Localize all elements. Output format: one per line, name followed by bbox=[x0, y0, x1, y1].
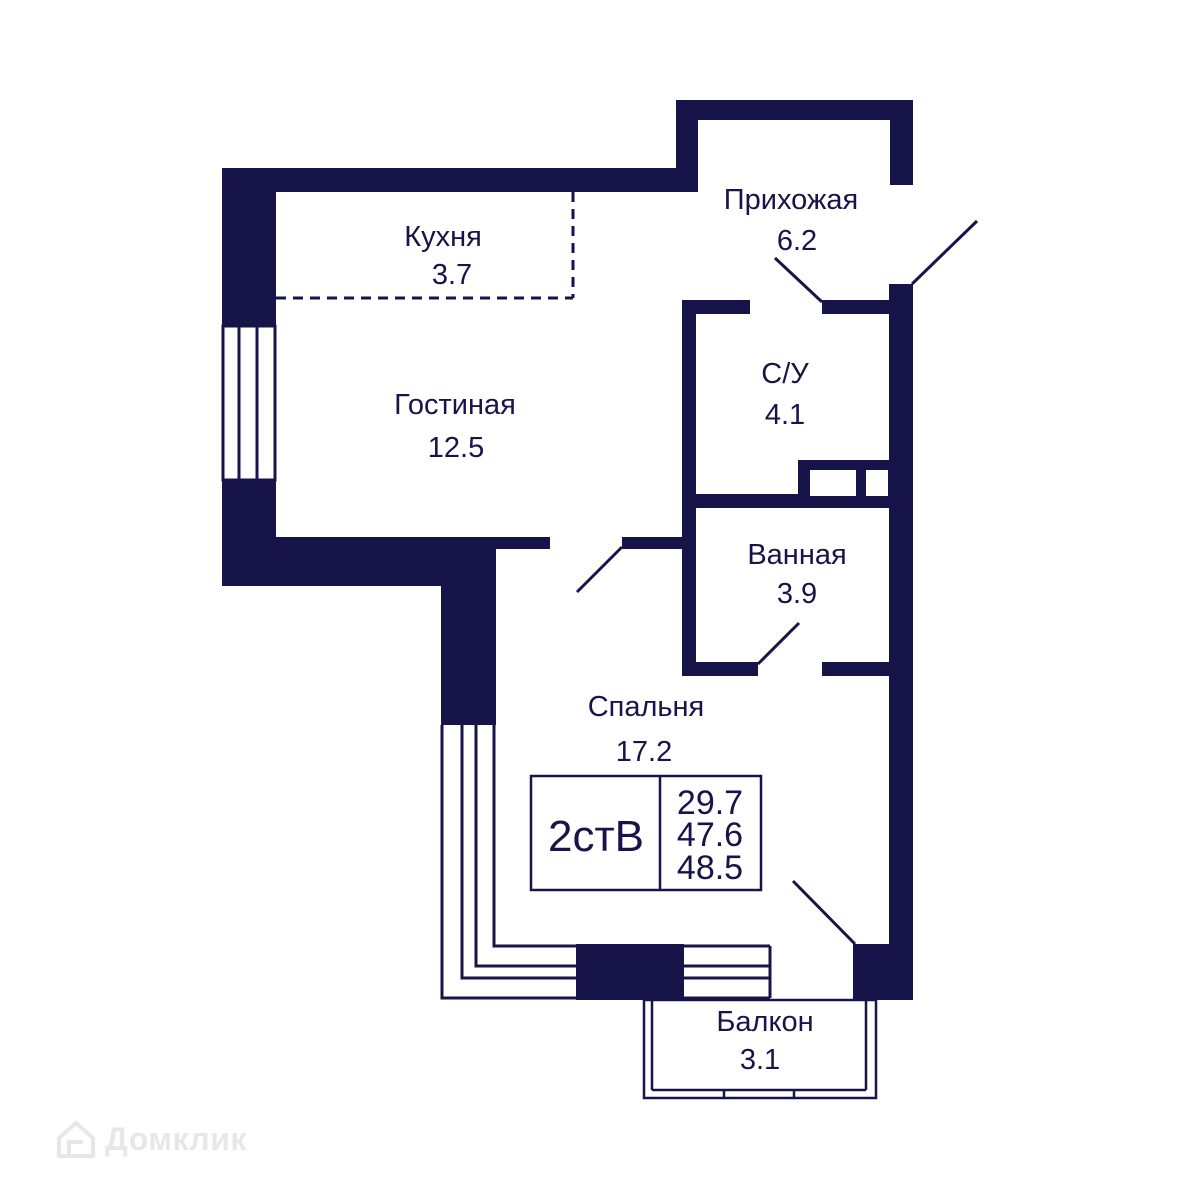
walls bbox=[222, 100, 913, 1000]
apartment-area-full: 48.5 bbox=[677, 849, 743, 887]
wall-wc-left bbox=[682, 300, 696, 676]
balcony-outline bbox=[642, 998, 878, 1100]
room-name-bathroom: Ванная bbox=[747, 539, 846, 571]
room-area-wc: 4.1 bbox=[765, 399, 805, 431]
wall-hall-right-upper bbox=[890, 100, 913, 185]
house-logo-icon bbox=[55, 1118, 97, 1160]
door-entrance bbox=[910, 219, 979, 286]
wall-wc-top-right bbox=[822, 300, 902, 314]
door-bathroom bbox=[756, 621, 801, 666]
wall-hall-top bbox=[676, 100, 913, 120]
wall-top bbox=[222, 168, 698, 192]
apartment-area-total: 47.6 bbox=[677, 816, 743, 854]
room-name-kitchen: Кухня bbox=[404, 221, 482, 253]
room-name-wc: С/У bbox=[761, 358, 809, 390]
kitchen-shelf-bottom bbox=[277, 244, 295, 276]
room-name-bedroom: Спальня bbox=[588, 691, 705, 723]
apartment-area-living: 29.7 bbox=[677, 784, 743, 822]
watermark: Домклик bbox=[55, 1118, 247, 1160]
apartment-summary: 2стВ 29.7 47.6 48.5 bbox=[529, 774, 763, 892]
room-area-bedroom: 17.2 bbox=[616, 736, 672, 768]
door-wc bbox=[773, 256, 824, 304]
room-name-balcony: Балкон bbox=[716, 1006, 813, 1038]
room-area-kitchen: 3.7 bbox=[432, 259, 472, 291]
room-area-balcony: 3.1 bbox=[740, 1044, 780, 1076]
kitchen-shelf-top bbox=[277, 192, 295, 232]
wall-bath-bottom-left bbox=[682, 662, 758, 676]
room-name-hallway: Прихожая bbox=[724, 184, 858, 216]
room-area-living: 12.5 bbox=[428, 432, 484, 464]
door-living bbox=[575, 545, 624, 594]
room-area-hallway: 6.2 bbox=[777, 225, 817, 257]
room-labels: Прихожая 6.2 Кухня 3.7 Гостиная 12.5 С/У… bbox=[394, 184, 858, 1076]
wall-right-bottom-block bbox=[853, 944, 913, 1000]
wall-wc-top-left bbox=[682, 300, 750, 314]
fixture-cutouts bbox=[277, 192, 888, 496]
kitchen-zone-boundary bbox=[276, 192, 575, 300]
wall-left-upper bbox=[222, 168, 276, 326]
wall-balcony-block bbox=[576, 944, 684, 1000]
wc-fixture-cell-a bbox=[810, 470, 856, 496]
wall-right bbox=[889, 284, 913, 1000]
room-area-bathroom: 3.9 bbox=[777, 578, 817, 610]
wc-fixture-cell-b bbox=[866, 470, 888, 496]
window-living bbox=[221, 324, 277, 482]
apartment-code: 2стВ bbox=[548, 812, 644, 861]
wall-corridor-stub bbox=[622, 537, 696, 549]
door-balcony bbox=[791, 879, 857, 946]
window-bedroom bbox=[440, 725, 772, 1000]
wall-bedroom-left bbox=[441, 537, 496, 725]
room-name-living: Гостиная bbox=[394, 389, 516, 421]
wall-bath-bottom-right bbox=[822, 662, 902, 676]
wall-living-bottom-b bbox=[276, 537, 550, 549]
doors bbox=[575, 219, 979, 946]
watermark-text: Домклик bbox=[105, 1120, 247, 1157]
